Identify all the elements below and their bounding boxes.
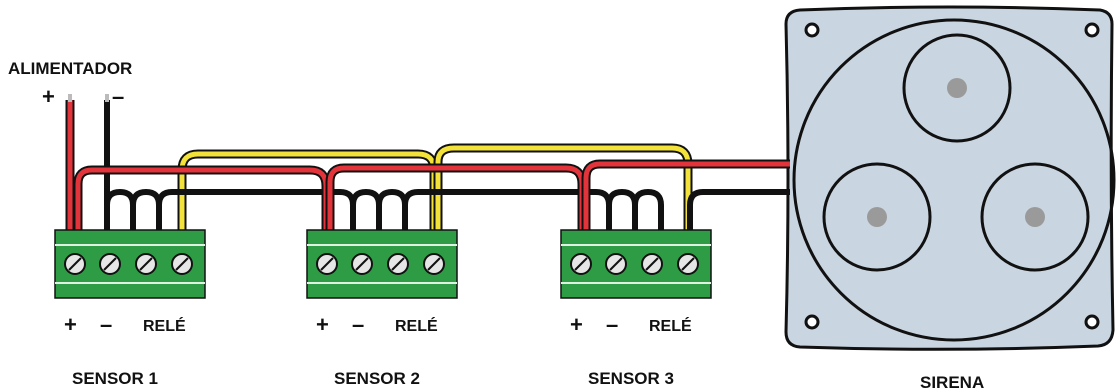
sensor-3-plus: + bbox=[570, 312, 583, 337]
siren-mount-hole-br bbox=[1084, 314, 1100, 330]
siren-mount-hole-tl bbox=[804, 22, 820, 38]
siren-mount-hole-tr bbox=[1084, 22, 1100, 38]
sensor-3-name: SENSOR 3 bbox=[588, 369, 674, 388]
power-plus-tip bbox=[68, 94, 72, 102]
terminal-block-1 bbox=[54, 229, 206, 299]
sensor-1-plus: + bbox=[64, 312, 77, 337]
siren-speaker-left bbox=[822, 162, 932, 272]
power-supply-label: ALIMENTADOR bbox=[8, 59, 132, 78]
power-supply-minus: – bbox=[112, 84, 124, 109]
siren-body bbox=[784, 5, 1115, 351]
sensor-1-relay: RELÉ bbox=[143, 316, 186, 335]
red-wire bbox=[65, 100, 790, 232]
sensor-1-name: SENSOR 1 bbox=[72, 369, 158, 388]
siren-speaker-left-center bbox=[867, 207, 887, 227]
sensor-3-relay: RELÉ bbox=[649, 316, 692, 335]
sensor-2-plus: + bbox=[316, 312, 329, 337]
siren-main-ring bbox=[792, 18, 1116, 342]
sensor-1-minus: – bbox=[100, 312, 112, 337]
sensor-2-relay: RELÉ bbox=[395, 316, 438, 335]
siren-speaker-right bbox=[980, 162, 1090, 272]
siren-speaker-right-center bbox=[1025, 207, 1045, 227]
terminal-block-2 bbox=[306, 229, 458, 299]
terminal-block-3 bbox=[560, 229, 712, 299]
siren-mount-hole-bl bbox=[804, 314, 820, 330]
siren-speaker-top-center bbox=[947, 78, 967, 98]
sensor-3-minus: – bbox=[606, 312, 618, 337]
siren-label: SIRENA bbox=[920, 373, 984, 391]
siren bbox=[784, 5, 1116, 351]
siren-speaker-top bbox=[902, 33, 1012, 143]
power-supply-plus: + bbox=[42, 84, 55, 109]
power-minus-tip bbox=[105, 94, 109, 102]
sensor-2-minus: – bbox=[352, 312, 364, 337]
sensor-2-name: SENSOR 2 bbox=[334, 369, 420, 388]
wires bbox=[65, 94, 790, 232]
